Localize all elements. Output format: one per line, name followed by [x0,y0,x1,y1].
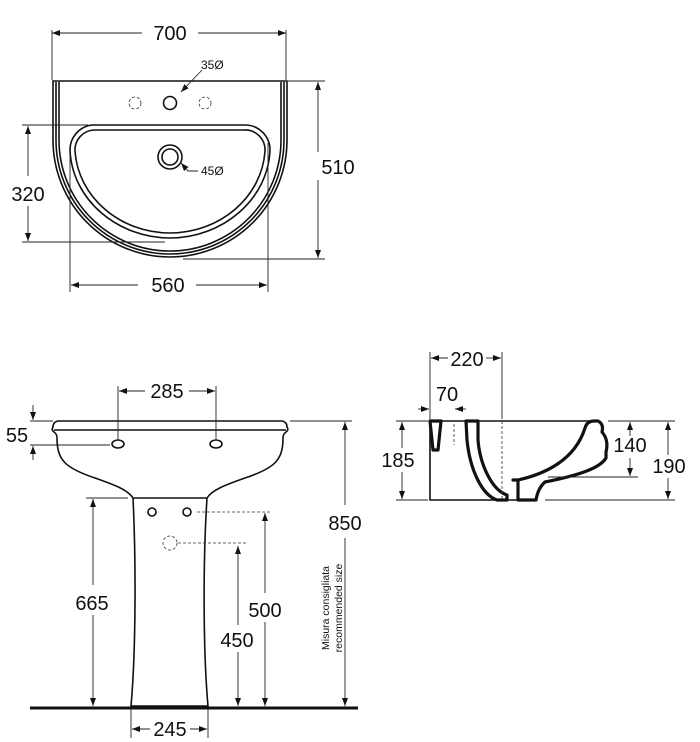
front-view: 285 55 665 450 500 850 Misura consigliat… [6,381,362,741]
fixing-icon [147,507,157,517]
tap-hole [162,95,178,111]
fixing-icon [182,507,192,517]
side-outline [429,420,598,501]
dim-bowl-depth: 320 [11,184,44,206]
bowl-front-section [511,419,609,502]
dim-supply-height: 450 [220,630,253,652]
dim-rim-to-hole: 55 [6,425,28,447]
dim-projection: 220 [450,349,483,371]
tap-hole [209,439,223,449]
dim-total-height: 850 [328,513,361,535]
dim-pedestal-width: 245 [153,719,186,741]
back-wall-section [428,419,443,452]
note-italian: Misura consigliata [320,566,332,650]
basin-front [51,420,289,499]
optional-tap-hole [128,96,142,110]
dim-back-height: 185 [381,450,414,472]
dim-wall-to-tap: 70 [436,384,458,406]
optional-tap-hole [198,96,212,110]
dim-width: 700 [153,23,186,45]
dim-bowl-height: 140 [613,435,646,457]
drain-hole [157,144,183,170]
dim-waste-height: 500 [248,600,281,622]
basin-rim-line [55,82,285,255]
note-english: recommended size [333,563,345,652]
dim-total-height: 190 [652,456,685,478]
side-view: 220 70 185 140 190 [381,349,686,502]
bowl-back-section [464,419,509,502]
dim-tap-spacing: 285 [150,381,183,403]
dim-bowl-width: 560 [151,275,184,297]
dim-depth: 510 [321,157,354,179]
dim-pedestal-height: 665 [75,593,108,615]
pedestal [130,497,209,707]
waste-outlet [162,535,178,551]
tap-hole [111,439,125,449]
bowl-outline [69,124,271,239]
basin-outline [52,80,288,258]
drain-label: 45Ø [201,164,224,178]
top-view: 700 510 320 560 35Ø 45Ø [11,23,354,297]
tap-hole-label: 35Ø [201,58,224,72]
